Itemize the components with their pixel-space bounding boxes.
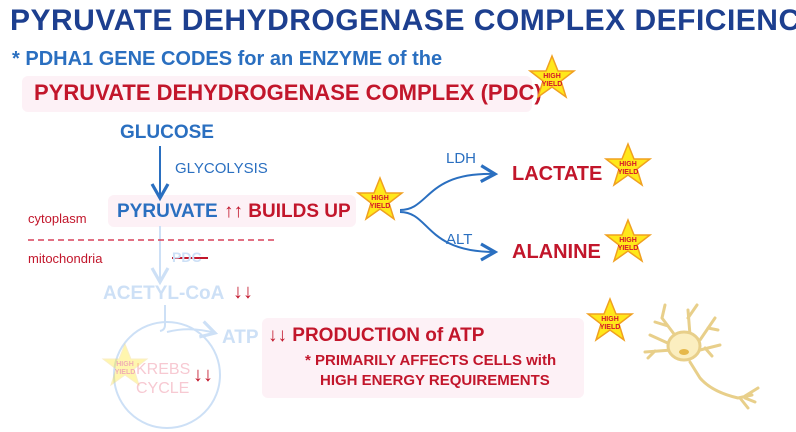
atp-note-line-1: * PRIMARILY AFFECTS CELLS with <box>305 352 556 369</box>
krebs-line-1: KREBS <box>136 361 191 378</box>
svg-text:YIELD: YIELD <box>618 245 639 252</box>
svg-text:HIGH: HIGH <box>371 195 389 202</box>
atp-label: ATP <box>222 327 259 348</box>
pyruvate-label: PYRUVATE <box>117 201 218 222</box>
krebs-cycle-label: KREBS CYCLE <box>136 360 190 398</box>
ldh-label: LDH <box>446 150 477 167</box>
alt-label: ALT <box>446 231 473 248</box>
pyruvate-highlight-box <box>108 195 356 227</box>
glucose-label: GLUCOSE <box>120 122 214 143</box>
bullet: * <box>305 352 311 369</box>
svg-text:HIGH: HIGH <box>619 161 637 168</box>
mitochondria-label: mitochondria <box>28 251 103 266</box>
acetyl-coa-label: ACETYL-CoA <box>103 283 225 304</box>
svg-text:YIELD: YIELD <box>618 169 639 176</box>
acetyl-coa-decrease: ↓↓ <box>233 281 253 303</box>
lactate-label: LACTATE <box>512 163 603 185</box>
svg-text:YIELD: YIELD <box>600 324 621 331</box>
svg-text:YIELD: YIELD <box>115 369 136 376</box>
page-title: PYRUVATE DEHYDROGENASE COMPLEX DEFICIENC… <box>10 4 796 37</box>
svg-text:HIGH: HIGH <box>619 237 637 244</box>
ldh-arrow <box>399 164 499 211</box>
krebs-cycle-circle <box>113 321 221 429</box>
atp-note-line-2: HIGH ENERGY REQUIREMENTS <box>320 372 550 389</box>
cytoplasm-label: cytoplasm <box>28 211 87 226</box>
intro-line-2: PYRUVATE DEHYDROGENASE COMPLEX (PDC) <box>34 80 542 105</box>
atp-highlight-box <box>262 318 584 398</box>
svg-text:HIGH: HIGH <box>543 73 561 80</box>
pyruvate-builds-up: ↑↑ BUILDS UP <box>224 201 351 222</box>
alanine-label: ALANINE <box>512 241 601 263</box>
krebs-decrease: ↓↓ <box>193 364 213 386</box>
bullet: * <box>12 48 20 70</box>
neuron-illustration <box>643 303 760 410</box>
atp-arrow <box>166 320 219 339</box>
intro-line-1: * PDHA1 GENE CODES for an ENZYME of the <box>12 48 442 71</box>
krebs-line-2: CYCLE <box>136 380 190 397</box>
atp-note-text: PRIMARILY AFFECTS CELLS with <box>315 352 557 369</box>
svg-text:HIGH: HIGH <box>116 361 134 368</box>
atp-production-heading: ↓↓ PRODUCTION of ATP <box>268 325 485 346</box>
pdc-label: PDC <box>172 249 202 265</box>
svg-text:YIELD: YIELD <box>370 203 391 210</box>
glycolysis-label: GLYCOLYSIS <box>175 160 268 177</box>
pdc-highlight-box <box>22 76 532 112</box>
svg-text:YIELD: YIELD <box>542 81 563 88</box>
svg-text:HIGH: HIGH <box>601 316 619 323</box>
alt-arrow <box>399 211 499 262</box>
intro-text: PDHA1 GENE CODES for an ENZYME of the <box>25 48 443 70</box>
